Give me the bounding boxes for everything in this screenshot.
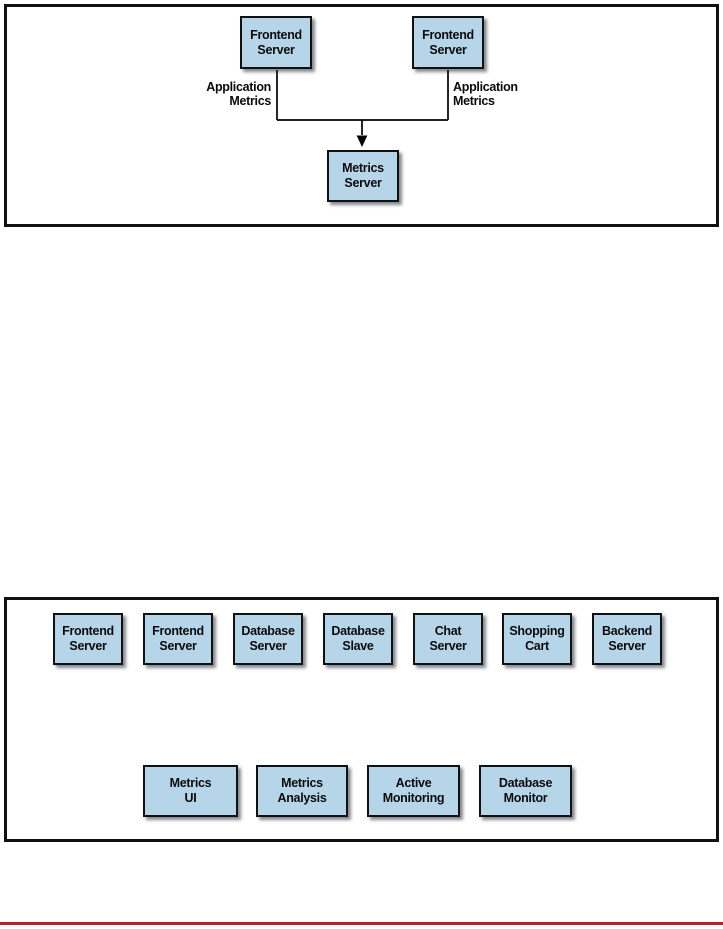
edge-label-application-metrics-right: Application Metrics (453, 80, 518, 108)
node-backend-server: Backend Server (592, 613, 662, 665)
node-frontend-server-1: Frontend Server (240, 16, 312, 69)
node-database-slave: Database Slave (323, 613, 393, 665)
node-frontend-server-a: Frontend Server (53, 613, 123, 665)
node-database-monitor: Database Monitor (479, 765, 572, 817)
node-frontend-server-2: Frontend Server (412, 16, 484, 69)
node-frontend-server-b: Frontend Server (143, 613, 213, 665)
node-database-server: Database Server (233, 613, 303, 665)
node-shopping-cart: Shopping Cart (502, 613, 572, 665)
node-chat-server: Chat Server (413, 613, 483, 665)
node-metrics-server: Metrics Server (327, 150, 399, 202)
page-bottom-rule (0, 922, 723, 925)
edge-label-application-metrics-left: Application Metrics (206, 80, 271, 108)
node-metrics-analysis: Metrics Analysis (256, 765, 348, 817)
node-active-monitoring: Active Monitoring (367, 765, 460, 817)
node-metrics-ui: Metrics UI (143, 765, 238, 817)
